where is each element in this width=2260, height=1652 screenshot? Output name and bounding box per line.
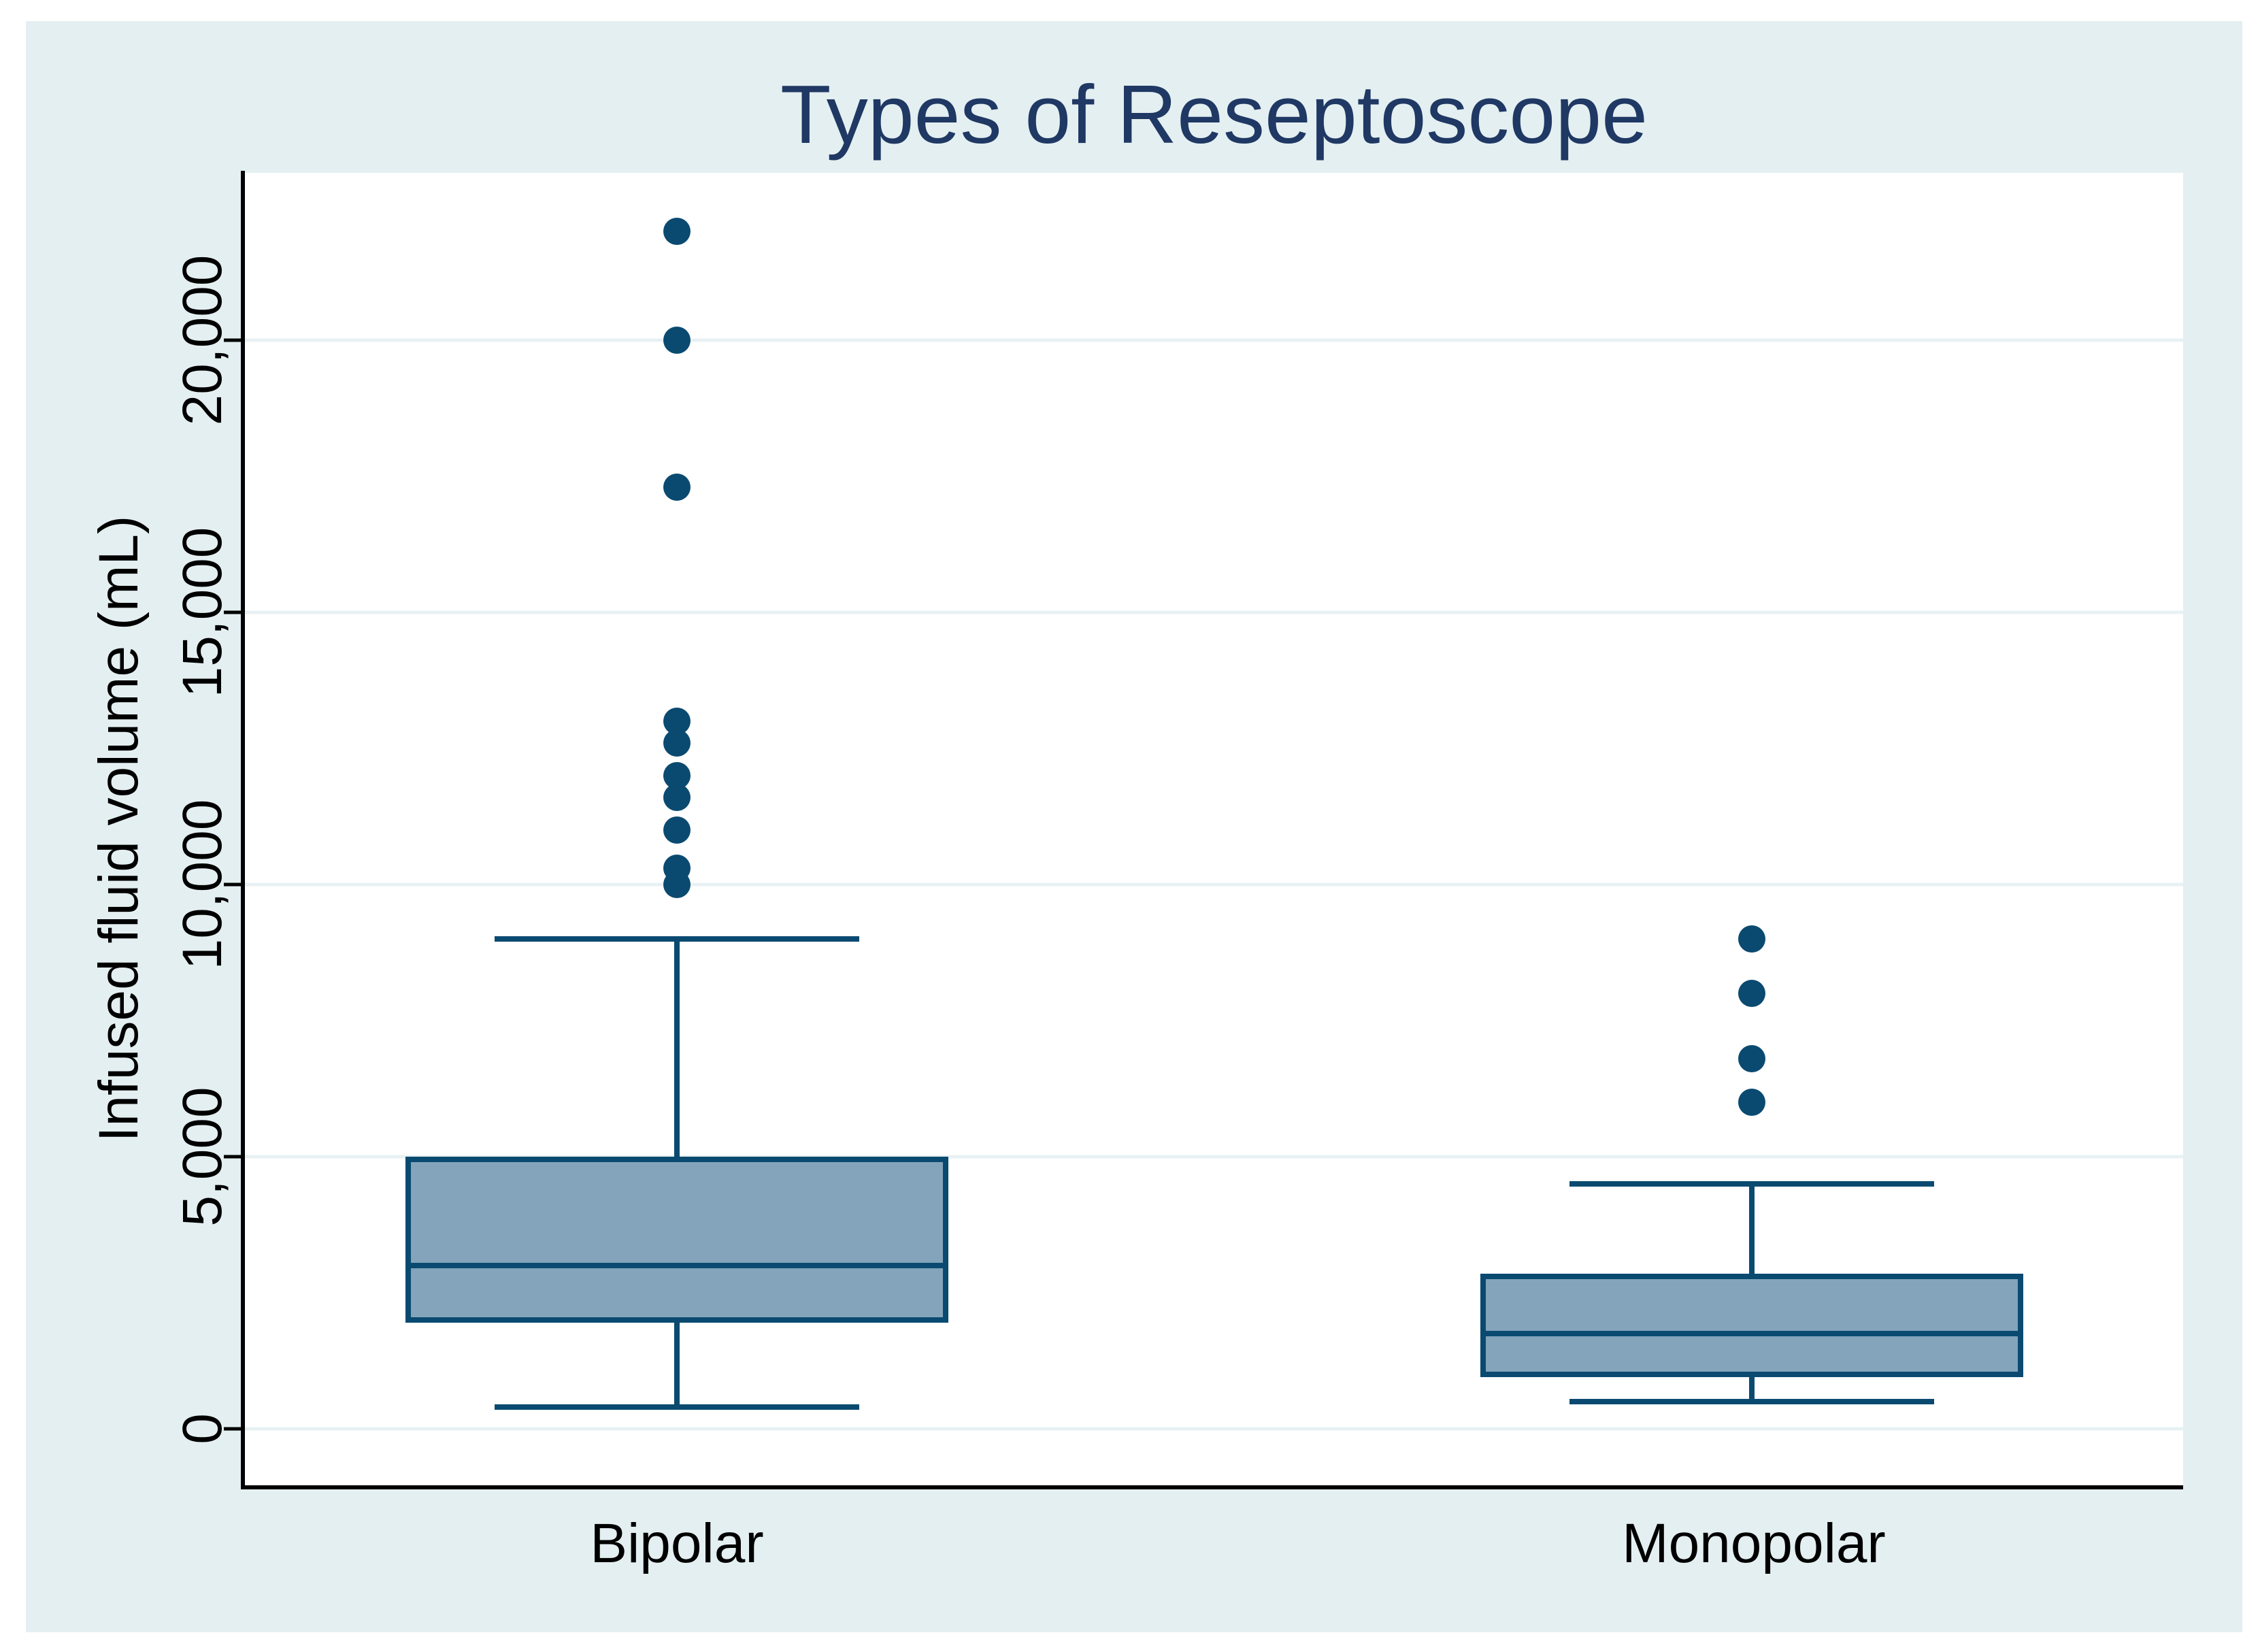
bipolar-outlier-13000 — [663, 708, 691, 735]
bipolar-outlier-22000 — [663, 218, 691, 245]
bipolar-box — [405, 1157, 948, 1323]
bipolar-outlier-12000 — [663, 762, 691, 789]
bipolar-outlier-12600 — [663, 729, 691, 757]
monopolar-outlier-9000 — [1738, 925, 1765, 953]
monopolar-box — [1480, 1274, 2023, 1377]
bipolar-outlier-10300 — [663, 855, 691, 882]
monopolar-outlier-8000 — [1738, 980, 1765, 1007]
monopolar-outlier-6000 — [1738, 1089, 1765, 1116]
chart-title: Types of Reseptoscope — [780, 68, 1648, 161]
bipolar-outlier-20000 — [663, 327, 691, 354]
monopolar-outlier-6800 — [1738, 1045, 1765, 1072]
bipolar-outlier-17300 — [663, 474, 691, 501]
bipolar-outlier-11600 — [663, 784, 691, 811]
bipolar-outlier-11000 — [663, 816, 691, 844]
